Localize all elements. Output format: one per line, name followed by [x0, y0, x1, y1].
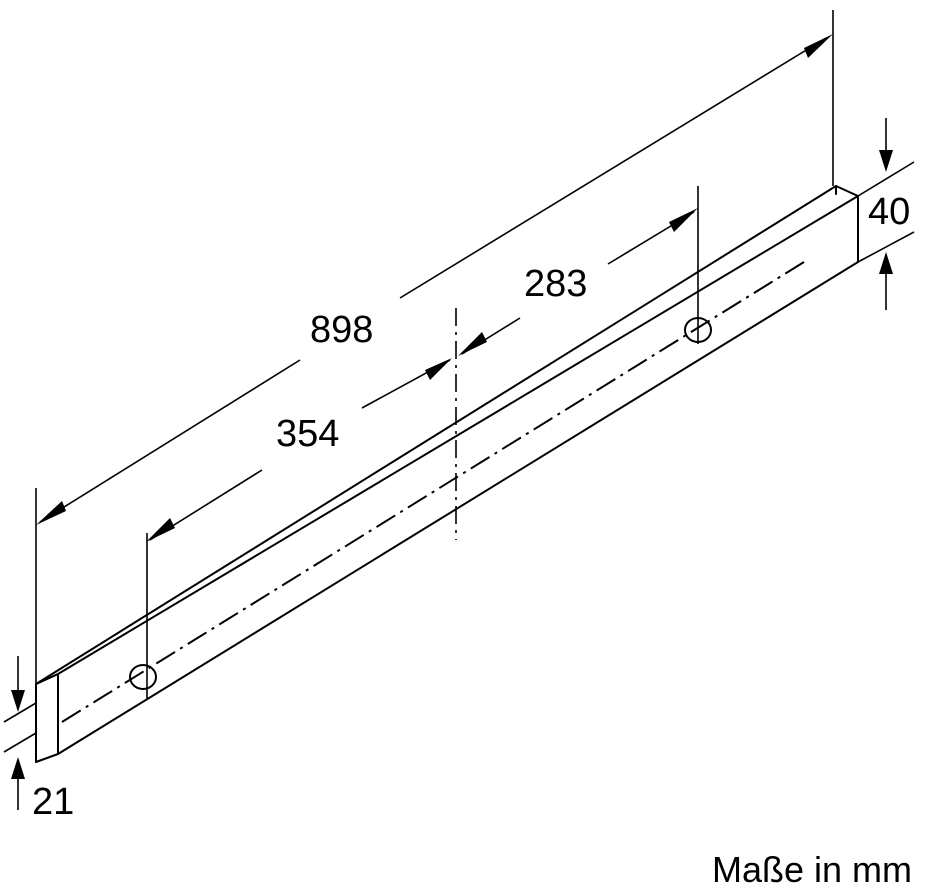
dim-depth-21: [11, 656, 25, 810]
center-line: [61, 261, 805, 723]
dim-height-40: [879, 118, 893, 310]
mounting-holes: [129, 317, 712, 690]
extension-lines: [3, 10, 915, 753]
label-283: 283: [524, 263, 587, 305]
label-40: 40: [868, 191, 910, 233]
label-898: 898: [310, 309, 373, 351]
bar-body: [35, 185, 859, 763]
label-354: 354: [276, 413, 339, 455]
units-note: Maße in mm: [712, 849, 912, 890]
dim-line-354: [146, 358, 452, 542]
label-21: 21: [32, 781, 74, 823]
dim-line-898: [36, 34, 833, 525]
mounting-hole-left: [129, 664, 157, 690]
dim-line-283: [458, 208, 698, 356]
